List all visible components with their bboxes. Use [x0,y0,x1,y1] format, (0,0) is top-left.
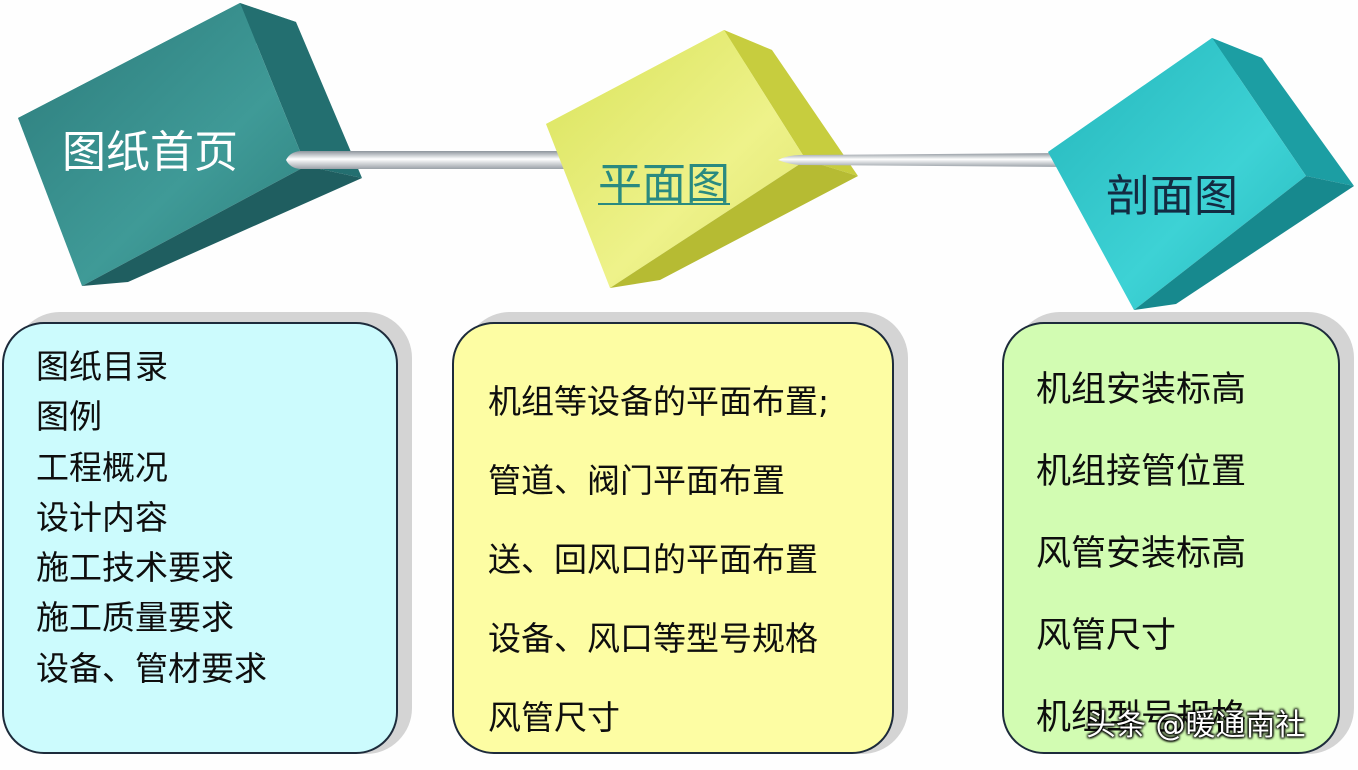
list-item: 设计内容 [36,497,168,537]
list-item: 设备、风口等型号规格 [488,619,818,658]
list-item: 风管安装标高 [1036,534,1247,574]
section-view-contents-list: 机组安装标高 机组接管位置 风管安装标高 风管尺寸 机组型号规格 [1036,360,1246,770]
cube-drawings-front-page [18,3,362,286]
plan-view-contents-list: 机组等设备的平面布置; 管道、阀门平面布置 送、回风口的平面布置 设备、风口等型… [488,372,829,767]
list-item: 图例 [36,397,102,437]
panel-plan-view-contents [452,322,894,754]
list-item: 施工质量要求 [36,598,234,638]
cube-label-plan-view-link[interactable]: 平面图 [598,159,730,210]
list-item: 设备、管材要求 [36,648,267,688]
list-item: 管道、阀门平面布置 [488,461,785,500]
list-item: 风管尺寸 [1036,616,1177,656]
cube-label-section-view[interactable]: 剖面图 [1106,171,1238,222]
list-item: 送、回风口的平面布置 [488,540,818,579]
connector-rod-1 [286,151,572,169]
list-item: 机组接管位置 [1036,452,1247,492]
panel-front-page-contents [2,322,398,754]
list-item: 机组型号规格 [1036,698,1247,738]
list-item: 机组等设备的平面布置; [488,382,830,421]
cube-section-view [1048,38,1354,310]
cube-plan-view [546,30,858,288]
list-item: 施工技术要求 [36,548,234,588]
front-page-contents-list: 图纸目录 图例 工程概况 设计内容 施工技术要求 施工质量要求 设备、管材要求 [36,342,267,694]
list-item: 机组安装标高 [1036,370,1247,410]
list-item: 风管尺寸 [488,698,620,737]
panel-section-view-contents [1002,322,1340,754]
list-item: 工程概况 [36,447,168,487]
list-item: 图纸目录 [36,347,168,386]
cube-label-drawings-front-page[interactable]: 图纸首页 [62,127,238,178]
watermark: 头条 @暖通南社 [1086,708,1306,743]
connector-rod-2 [778,153,1070,167]
